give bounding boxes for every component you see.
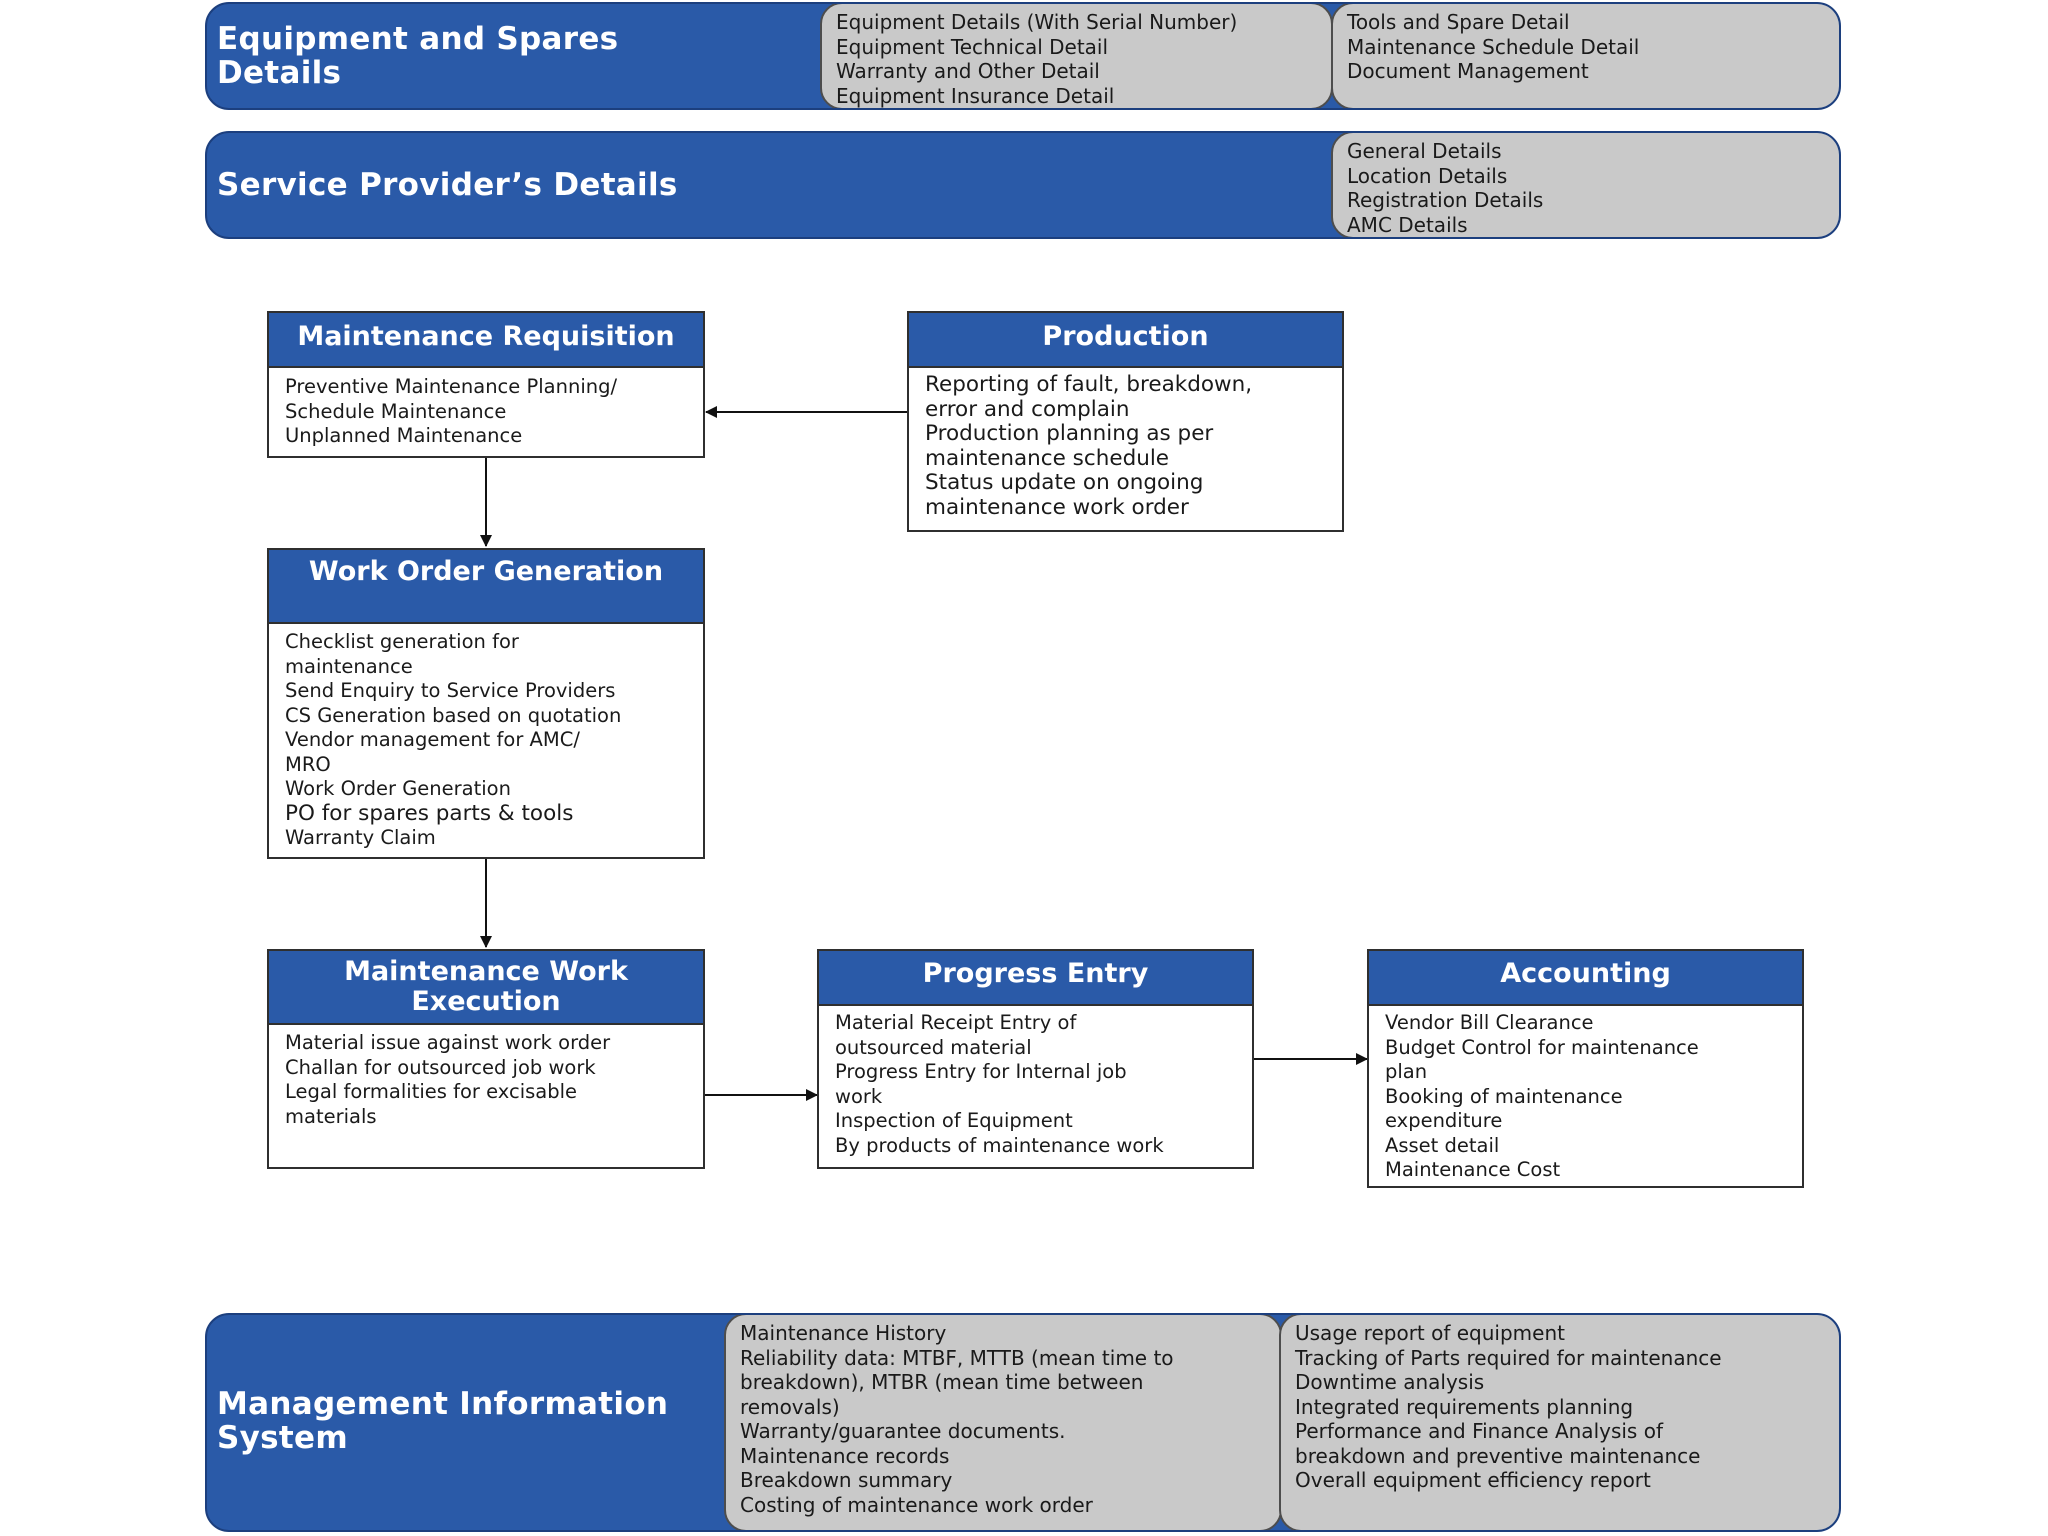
list-item: Checklist generation for bbox=[285, 630, 519, 653]
work-order-generation-box: Work Order Generation Checklist generati… bbox=[267, 548, 705, 859]
list-item: Schedule Maintenance bbox=[285, 399, 507, 423]
panel-item: Registration Details bbox=[1347, 188, 1544, 212]
progress-entry-header: Progress Entry bbox=[819, 951, 1252, 1006]
list-item: maintenance schedule bbox=[925, 445, 1170, 471]
production-header: Production bbox=[909, 313, 1342, 368]
mis-reports-panel: Usage report of equipment Tracking of Pa… bbox=[1279, 1315, 1839, 1530]
production-body: Reporting of fault, breakdown, error and… bbox=[925, 372, 1334, 520]
panel-item: Warranty/guarantee documents. bbox=[740, 1419, 1066, 1443]
title-line: Equipment and Spares bbox=[217, 21, 619, 57]
list-item: Production planning as per bbox=[925, 421, 1214, 446]
panel-item: Equipment Technical Detail bbox=[836, 34, 1109, 59]
list-item: maintenance bbox=[285, 654, 413, 678]
list-item: maintenance work order bbox=[925, 494, 1189, 520]
list-item: Status update on ongoing bbox=[925, 470, 1204, 495]
list-item: Material issue against work order bbox=[285, 1031, 611, 1054]
list-item: expenditure bbox=[1385, 1109, 1503, 1132]
work-order-generation-body: Checklist generation for maintenance Sen… bbox=[285, 630, 695, 851]
progress-entry-body: Material Receipt Entry of outsourced mat… bbox=[835, 1011, 1244, 1158]
list-item: outsourced material bbox=[835, 1035, 1032, 1059]
panel-item: Overall equipment efficiency report bbox=[1295, 1468, 1651, 1492]
panel-item: Maintenance records bbox=[740, 1443, 950, 1468]
list-item: PO for spares parts & tools bbox=[285, 800, 574, 826]
panel-item: Usage report of equipment bbox=[1295, 1321, 1565, 1345]
header-line: Maintenance Work bbox=[344, 956, 628, 987]
panel-item: AMC Details bbox=[1347, 212, 1468, 237]
list-item: Unplanned Maintenance bbox=[285, 424, 523, 447]
mis-banner: Management Information System Maintenanc… bbox=[205, 1313, 1841, 1532]
accounting-header: Accounting bbox=[1369, 951, 1802, 1006]
progress-entry-box: Progress Entry Material Receipt Entry of… bbox=[817, 949, 1254, 1169]
panel-item: Performance and Finance Analysis of bbox=[1295, 1419, 1663, 1443]
service-provider-title: Service Provider’s Details bbox=[217, 167, 678, 203]
equipment-spares-title: Equipment and Spares Details bbox=[217, 22, 618, 90]
list-item: Vendor Bill Clearance bbox=[1385, 1011, 1594, 1034]
service-provider-banner: Service Provider’s Details General Detai… bbox=[205, 131, 1841, 239]
panel-item: breakdown and preventive maintenance bbox=[1295, 1443, 1701, 1468]
maintenance-work-execution-header: Maintenance Work Execution bbox=[269, 951, 703, 1025]
title-line: Details bbox=[217, 55, 342, 91]
panel-item: Equipment Details (With Serial Number) bbox=[836, 10, 1238, 34]
panel-item: Location Details bbox=[1347, 163, 1508, 188]
title-line: Management Information bbox=[217, 1386, 669, 1422]
panel-item: Downtime analysis bbox=[1295, 1370, 1485, 1394]
mis-title: Management Information System bbox=[217, 1387, 668, 1455]
maintenance-work-execution-box: Maintenance Work Execution Material issu… bbox=[267, 949, 705, 1169]
panel-item: Maintenance Schedule Detail bbox=[1347, 34, 1640, 59]
equipment-spares-banner: Equipment and Spares Details Equipment D… bbox=[205, 2, 1841, 110]
panel-item: Equipment Insurance Detail bbox=[836, 83, 1115, 108]
panel-item: breakdown), MTBR (mean time between bbox=[740, 1370, 1144, 1394]
list-item: CS Generation based on quotation bbox=[285, 703, 622, 727]
service-provider-panel: General Details Location Details Registr… bbox=[1331, 133, 1839, 237]
list-item: Warranty Claim bbox=[285, 826, 436, 849]
list-item: materials bbox=[285, 1104, 377, 1128]
production-box: Production Reporting of fault, breakdown… bbox=[907, 311, 1344, 532]
list-item: Material Receipt Entry of bbox=[835, 1011, 1077, 1034]
equipment-details-panel: Equipment Details (With Serial Number) E… bbox=[820, 4, 1333, 108]
panel-item: General Details bbox=[1347, 139, 1502, 163]
list-item: Budget Control for maintenance bbox=[1385, 1035, 1699, 1059]
list-item: Inspection of Equipment bbox=[835, 1109, 1073, 1132]
list-item: error and complain bbox=[925, 396, 1130, 422]
list-item: Preventive Maintenance Planning/ bbox=[285, 375, 618, 398]
header-line: Execution bbox=[411, 986, 561, 1017]
maintenance-requisition-header: Maintenance Requisition bbox=[269, 313, 703, 368]
panel-item: Integrated requirements planning bbox=[1295, 1394, 1634, 1419]
panel-item: removals) bbox=[740, 1394, 840, 1419]
list-item: Progress Entry for Internal job bbox=[835, 1060, 1127, 1083]
title-line: System bbox=[217, 1420, 348, 1456]
list-item: By products of maintenance work bbox=[835, 1133, 1164, 1157]
panel-item: Breakdown summary bbox=[740, 1468, 953, 1492]
panel-item: Reliability data: MTBF, MTTB (mean time … bbox=[740, 1345, 1174, 1370]
tools-spares-panel: Tools and Spare Detail Maintenance Sched… bbox=[1331, 4, 1839, 108]
list-item: Reporting of fault, breakdown, bbox=[925, 372, 1253, 397]
panel-item: Document Management bbox=[1347, 59, 1589, 83]
list-item: work bbox=[835, 1084, 883, 1108]
maintenance-requisition-body: Preventive Maintenance Planning/ Schedul… bbox=[285, 375, 695, 449]
panel-item: Tracking of Parts required for maintenan… bbox=[1295, 1345, 1722, 1370]
list-item: MRO bbox=[285, 752, 331, 776]
list-item: Vendor management for AMC/ bbox=[285, 728, 580, 751]
list-item: Work Order Generation bbox=[285, 777, 511, 800]
panel-item: Warranty and Other Detail bbox=[836, 59, 1100, 83]
list-item: plan bbox=[1385, 1060, 1428, 1083]
panel-item: Maintenance History bbox=[740, 1321, 947, 1345]
panel-item: Tools and Spare Detail bbox=[1347, 10, 1570, 34]
list-item: Challan for outsourced job work bbox=[285, 1055, 596, 1079]
maintenance-requisition-box: Maintenance Requisition Preventive Maint… bbox=[267, 311, 705, 458]
list-item: Send Enquiry to Service Providers bbox=[285, 679, 616, 702]
list-item: Asset detail bbox=[1385, 1133, 1500, 1157]
maintenance-work-execution-body: Material issue against work order Challa… bbox=[285, 1031, 695, 1129]
list-item: Booking of maintenance bbox=[1385, 1084, 1623, 1108]
work-order-generation-header: Work Order Generation bbox=[269, 550, 703, 624]
accounting-body: Vendor Bill Clearance Budget Control for… bbox=[1385, 1011, 1794, 1183]
mis-history-panel: Maintenance History Reliability data: MT… bbox=[724, 1315, 1282, 1530]
list-item: Maintenance Cost bbox=[1385, 1158, 1561, 1181]
accounting-box: Accounting Vendor Bill Clearance Budget … bbox=[1367, 949, 1804, 1188]
panel-item: Costing of maintenance work order bbox=[740, 1492, 1093, 1517]
list-item: Legal formalities for excisable bbox=[285, 1080, 578, 1103]
